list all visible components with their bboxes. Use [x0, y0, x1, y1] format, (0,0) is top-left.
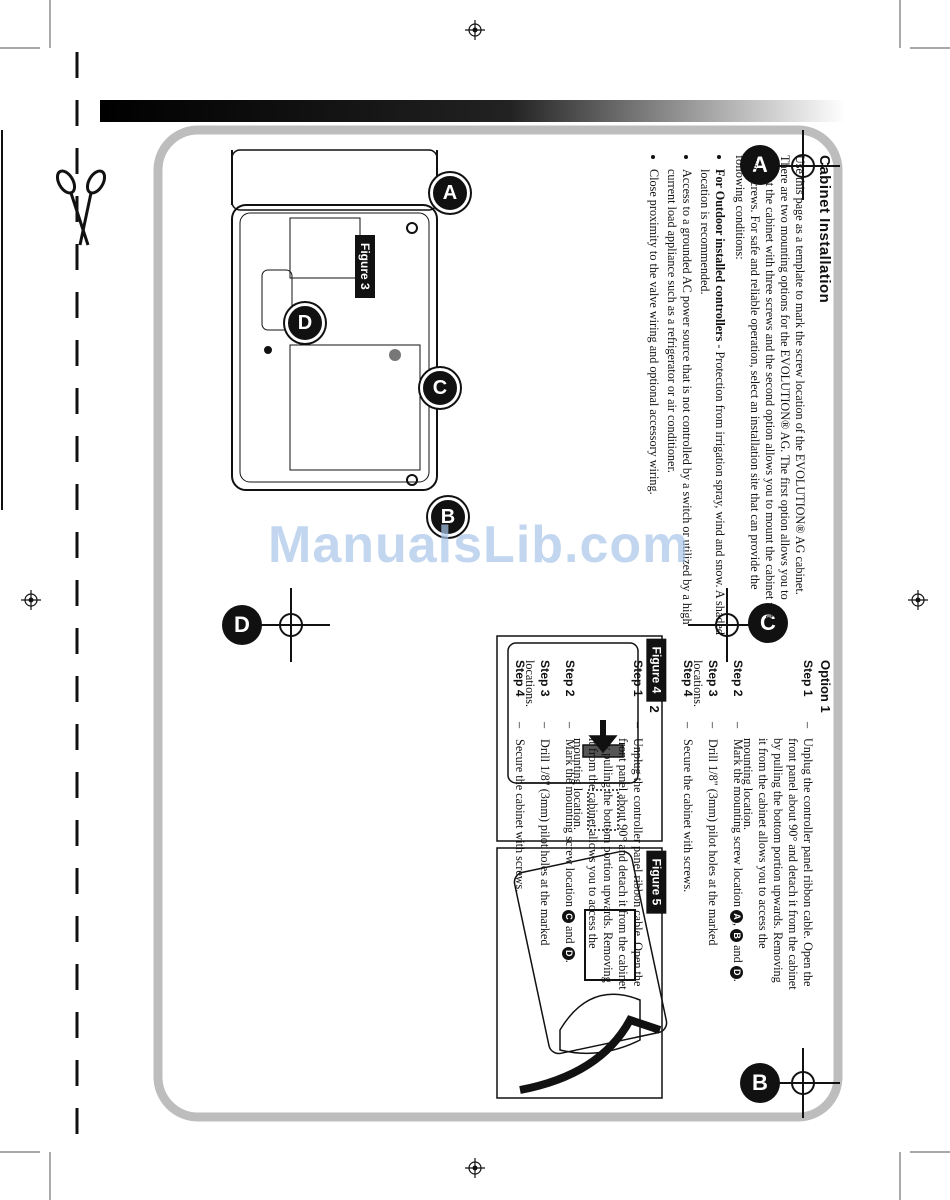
figure4-illustration [496, 635, 663, 842]
intro-paragraph: Use this page as a template to mark the … [733, 155, 807, 625]
watermark: ManualsLib.com [268, 516, 690, 574]
fig3-callout-b: B [428, 497, 468, 537]
figure3-illustration [231, 149, 438, 491]
condition-item: For Outdoor installed controllers - Prot… [697, 169, 727, 639]
figure3-label: Figure 3 [355, 235, 375, 298]
fig3-callout-a: A [430, 173, 470, 213]
option2-step4: Step 4– Secure the cabinet with screws. [513, 660, 527, 893]
scissors-icon [55, 169, 107, 246]
option1-step2: Step 2– Mark the mounting screw location… [730, 660, 745, 982]
marker-c-badge: C [748, 603, 788, 643]
marker-b-badge: B [740, 1063, 780, 1103]
option2-step2: Step 2– Mark the mounting screw location… [562, 660, 577, 963]
figure5-illustration [496, 847, 668, 1099]
option1-title: Option 1 [818, 660, 833, 713]
option1-step1: Step 1– Unplug the controller panel ribb… [741, 660, 815, 990]
fig3-callout-d: D [285, 303, 325, 343]
marker-d-badge: D [222, 605, 262, 645]
rotated-content: Cabinet Installation Use this page as a … [135, 120, 845, 1110]
figure4-label: Figure 4 [646, 638, 667, 702]
fig3-callout-c: C [420, 368, 460, 408]
page-title: Cabinet Installation [816, 155, 833, 304]
figure5-label: Figure 5 [646, 850, 667, 914]
marker-a-badge: A [740, 145, 780, 185]
option2-step1: Step 1– Unplug the controller panel ribb… [571, 660, 645, 990]
option1-step4: Step 4– Secure the cabinet with screws. [681, 660, 695, 893]
